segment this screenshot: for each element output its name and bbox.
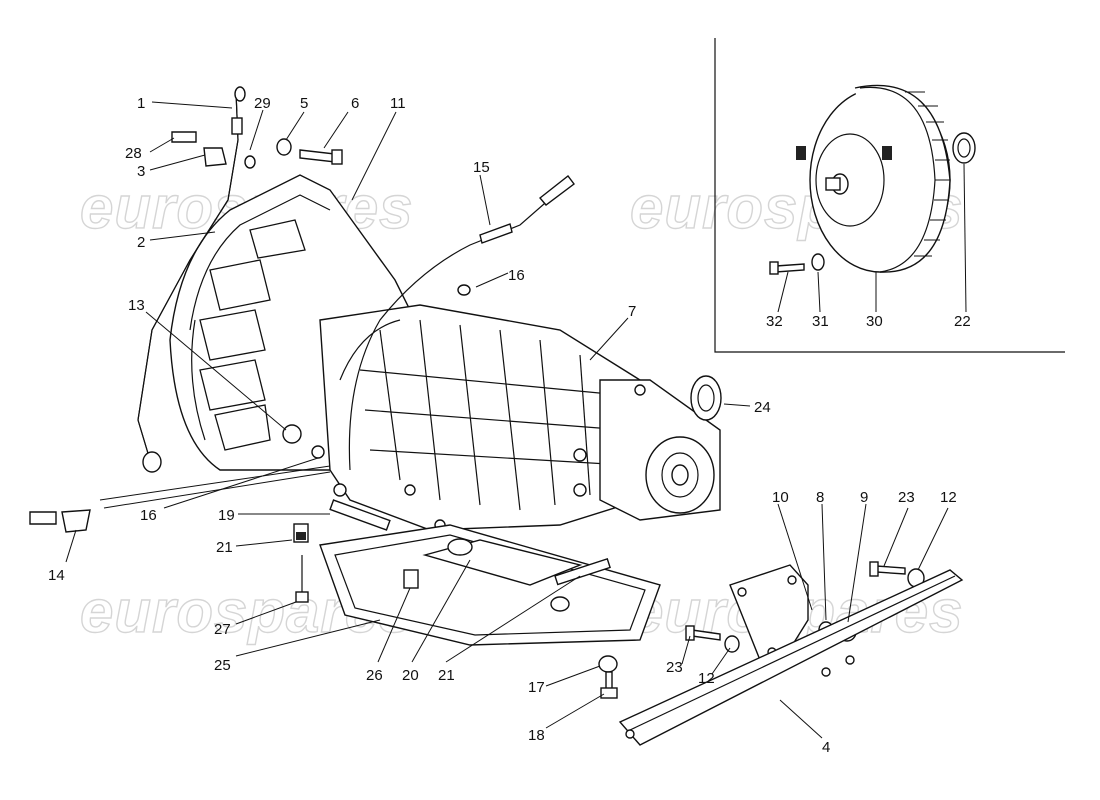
callout-label: 29	[254, 95, 271, 112]
callout-label: 31	[812, 313, 829, 330]
callout-label: 9	[860, 489, 868, 506]
oil-filter	[422, 538, 583, 586]
callout-label: 25	[214, 657, 231, 674]
callout-label: 17	[528, 679, 545, 696]
callout-label: 32	[766, 313, 783, 330]
callout-label: 5	[300, 95, 308, 112]
oil-pan	[319, 524, 661, 646]
gasket-strips	[329, 499, 611, 586]
dipstick-tube	[137, 86, 246, 473]
inset-frame	[714, 38, 1065, 353]
clip-14	[29, 509, 91, 533]
callout-label: 21	[438, 667, 455, 684]
clip-26	[403, 569, 419, 589]
callout-label: 27	[214, 621, 231, 638]
washer-5	[276, 138, 292, 156]
bolt-23-a	[869, 561, 906, 577]
callout-label: 24	[754, 399, 771, 416]
callout-label: 7	[628, 303, 636, 320]
callout-label: 16	[140, 507, 157, 524]
cable-15	[348, 175, 575, 471]
callout-label: 2	[137, 234, 145, 251]
callout-label: 18	[528, 727, 545, 744]
leader-lines	[65, 101, 967, 739]
callout-label: 14	[48, 567, 65, 584]
bolt-6	[299, 149, 343, 165]
callout-label: 15	[473, 159, 490, 176]
bolt-32	[769, 261, 805, 275]
bolt-23-b	[685, 625, 721, 641]
callout-label: 12	[698, 670, 715, 687]
callout-label: 23	[898, 489, 915, 506]
fitting-28	[171, 131, 197, 143]
o-ring-16-b	[311, 445, 325, 459]
callout-label: 12	[940, 489, 957, 506]
callout-label: 13	[128, 297, 145, 314]
bolt-27	[295, 555, 309, 603]
callout-label: 11	[390, 95, 406, 112]
callout-label: 28	[125, 145, 142, 162]
seal-24	[690, 375, 722, 421]
callout-label: 21	[216, 539, 233, 556]
callout-label: 16	[508, 267, 525, 284]
torque-converter	[796, 84, 951, 273]
callout-label: 3	[137, 163, 145, 180]
transmission-housing	[169, 174, 721, 531]
clamp-3	[203, 147, 227, 167]
bolt-18	[600, 671, 618, 699]
nut-17	[598, 655, 618, 673]
callout-label: 26	[366, 667, 383, 684]
callout-label: 20	[402, 667, 419, 684]
washer-31	[811, 253, 825, 271]
seal-22	[952, 132, 976, 164]
callout-label: 19	[218, 507, 235, 524]
callout-label: 10	[772, 489, 789, 506]
callout-label: 22	[954, 313, 971, 330]
callout-label: 8	[816, 489, 824, 506]
callout-label: 4	[822, 739, 830, 756]
o-ring-16-a	[457, 284, 471, 296]
washer-29	[244, 155, 256, 169]
washer-12-b	[724, 635, 740, 653]
callout-label: 6	[351, 95, 359, 112]
crossmember-4	[618, 569, 964, 746]
callout-label: 23	[666, 659, 683, 676]
clip-21-a	[293, 523, 309, 543]
callout-labels: 1 29 5 6 11 28 3 2 15 16 13 7 24 16 19 1…	[48, 95, 971, 756]
callout-label: 1	[137, 95, 145, 112]
plug-13	[282, 424, 302, 444]
callout-label: 30	[866, 313, 883, 330]
